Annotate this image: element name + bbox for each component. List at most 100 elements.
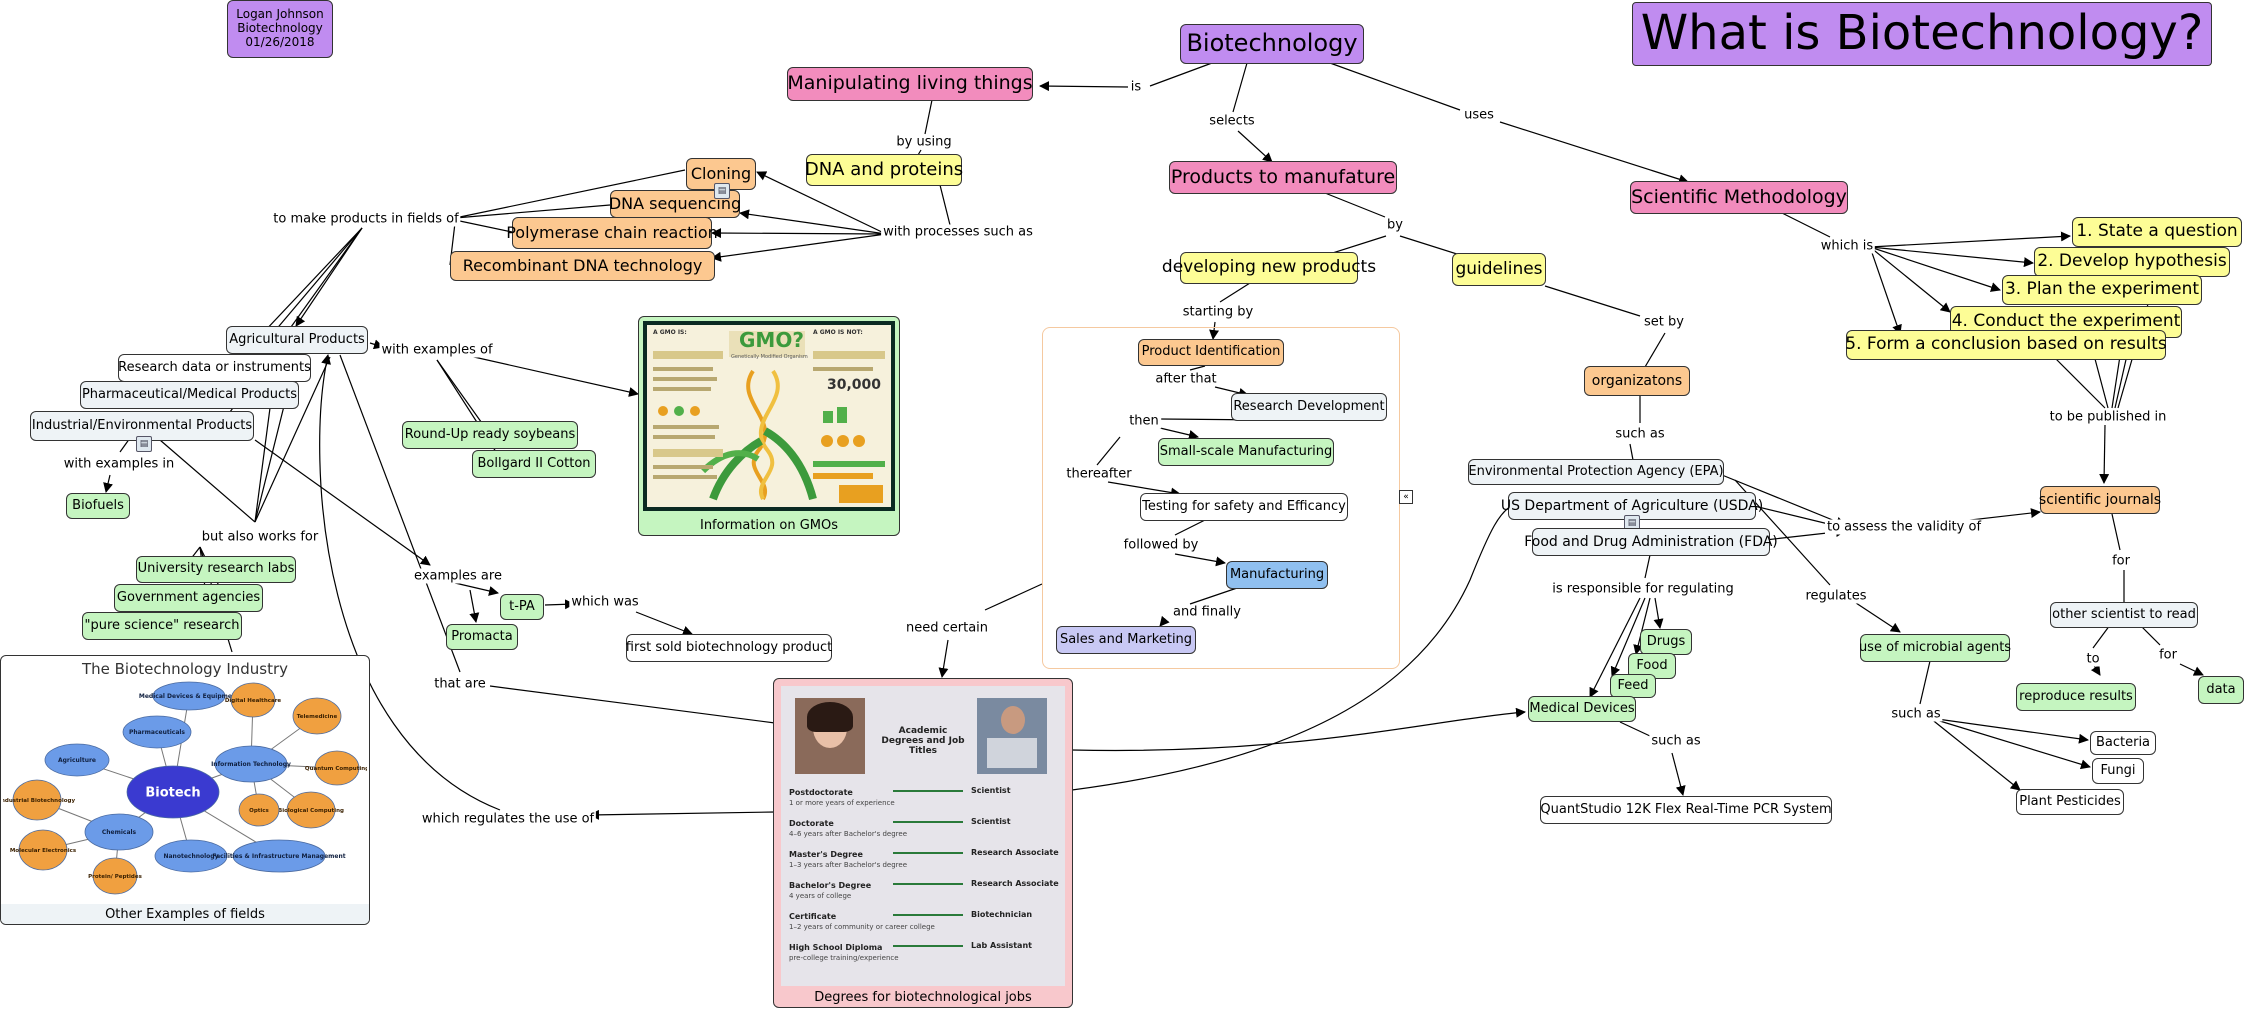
node-epa[interactable]: Environmental Protection Agency (EPA): [1468, 459, 1724, 485]
node-roundup-soybeans[interactable]: Round-Up ready soybeans: [402, 421, 578, 449]
node-fda[interactable]: Food and Drug Administration (FDA): [1524, 528, 1778, 556]
label-set-by: set by: [1642, 314, 1686, 330]
node-plant-pesticides[interactable]: Plant Pesticides: [2016, 789, 2124, 815]
node-step-1[interactable]: 1. State a question: [2072, 217, 2242, 247]
job-title: Scientist: [971, 817, 1011, 826]
gmo-info-image[interactable]: GMO? Genetically Modified Organism A GMO…: [638, 316, 900, 536]
node-fungi[interactable]: Fungi: [2092, 758, 2144, 784]
node-small-scale-manufacturing[interactable]: Small-scale Manufacturing: [1158, 438, 1334, 466]
job-title: Lab Assistant: [971, 941, 1032, 950]
industry-blue-label: Nanotechnology: [163, 853, 218, 860]
node-promacta[interactable]: Promacta: [446, 624, 518, 650]
degree-name: Doctorate: [789, 819, 834, 828]
node-dna-and-proteins[interactable]: DNA and proteins: [805, 154, 963, 186]
degree-detail: 1 or more years of experience: [789, 799, 895, 807]
node-testing[interactable]: Testing for safety and Efficancy: [1140, 493, 1348, 521]
industry-blue-bubble: [84, 813, 154, 851]
degree-detail: 1–3 years after Bachelor's degree: [789, 861, 908, 869]
degrees-heading: Academic Degrees and Job Titles: [881, 726, 965, 756]
industry-center-label: Biotech: [145, 785, 200, 800]
node-microbial-agents[interactable]: use of microbial agents: [1859, 634, 2011, 662]
node-biotechnology[interactable]: Biotechnology: [1180, 24, 1364, 64]
page-title: What is Biotechnology?: [1632, 2, 2212, 66]
industry-orange-bubble: [12, 779, 62, 821]
node-drugs[interactable]: Drugs: [1640, 629, 1692, 655]
node-government-agencies[interactable]: Government agencies: [114, 584, 263, 612]
label-regulates: regulates: [1803, 588, 1869, 604]
node-scientific-journals[interactable]: scientific journals: [2039, 486, 2161, 514]
node-food[interactable]: Food: [1628, 653, 1676, 679]
node-sales-marketing[interactable]: Sales and Marketing: [1056, 626, 1196, 654]
label-by-using: by using: [894, 134, 954, 150]
node-university-labs[interactable]: University research labs: [136, 556, 296, 583]
node-data[interactable]: data: [2198, 676, 2244, 704]
node-manipulating-living-things[interactable]: Manipulating living things: [787, 67, 1033, 101]
node-other-scientist[interactable]: other scientist to read: [2050, 602, 2198, 628]
industry-orange-label: Industrial Biotechnology: [3, 798, 75, 804]
industry-blue-bubble: [152, 681, 226, 711]
gmo-poster-graphic: [643, 321, 895, 511]
node-recombinant-dna[interactable]: Recombinant DNA technology: [450, 251, 715, 281]
industry-blue-label: Pharmaceuticals: [129, 729, 185, 736]
node-organizations[interactable]: organizatons: [1584, 366, 1690, 396]
node-feed[interactable]: Feed: [1610, 674, 1656, 698]
biotech-industry-image[interactable]: The Biotechnology Industry Medical Devic…: [0, 655, 370, 925]
node-tpa[interactable]: t-PA: [500, 594, 544, 620]
document-icon[interactable]: ▤: [714, 183, 730, 199]
node-step-2[interactable]: 2. Develop hypothesis: [2034, 247, 2230, 277]
label-with-processes: with processes such as: [881, 224, 1035, 240]
gmo-poster-is: A GMO IS:: [653, 329, 687, 336]
node-research-data[interactable]: Research data or instruments: [118, 354, 311, 382]
node-quantstudio[interactable]: QuantStudio 12K Flex Real-Time PCR Syste…: [1540, 796, 1832, 824]
node-guidelines[interactable]: guidelines: [1452, 253, 1546, 286]
node-scientific-methodology[interactable]: Scientific Methodology: [1630, 181, 1848, 214]
node-manufacturing[interactable]: Manufacturing: [1226, 561, 1328, 589]
label-such-as-org: such as: [1613, 426, 1667, 442]
node-first-sold-product[interactable]: first sold biotechnology product: [626, 634, 832, 662]
node-pure-science[interactable]: "pure science" research: [82, 612, 242, 640]
label-for-journals: for: [2110, 553, 2132, 569]
gmo-poster-subtitle: Genetically Modified Organism: [731, 354, 808, 360]
degree-name: Bachelor's Degree: [789, 881, 872, 890]
label-starting-by: starting by: [1180, 304, 1256, 320]
industry-blue-label: Facilities & Infrastructure Management: [212, 853, 345, 860]
gmo-image-caption: Information on GMOs: [699, 517, 838, 533]
label-to-assess: to assess the validity of: [1824, 519, 1984, 535]
label-to-be-published: to be published in: [2047, 409, 2169, 425]
node-step-5[interactable]: 5. Form a conclusion based on results: [1845, 330, 2167, 360]
node-research-development[interactable]: Research Development: [1231, 393, 1387, 421]
label-that-are: that are: [432, 676, 488, 692]
node-usda[interactable]: US Department of Agriculture (USDA): [1501, 492, 1763, 520]
node-products-to-manufacture[interactable]: Products to manufature: [1169, 161, 1397, 194]
node-product-identification[interactable]: Product Identification: [1138, 339, 1284, 366]
industry-orange-label: Biological Computing: [278, 808, 344, 814]
node-bollgard-cotton[interactable]: Bollgard II Cotton: [472, 450, 596, 478]
gmo-poster-number: 30,000: [827, 377, 882, 393]
industry-orange-bubble: [230, 682, 276, 718]
node-step-3[interactable]: 3. Plan the experiment: [2002, 275, 2202, 305]
node-reproduce-results[interactable]: reproduce results: [2016, 683, 2136, 711]
scientist-photo-left: [795, 698, 865, 774]
degrees-image-caption: Degrees for biotechnological jobs: [814, 989, 1032, 1005]
node-bacteria[interactable]: Bacteria: [2090, 731, 2156, 755]
node-biofuels[interactable]: Biofuels: [66, 493, 130, 519]
node-developing-new-products[interactable]: developing new products: [1162, 252, 1376, 284]
node-medical-devices[interactable]: Medical Devices: [1528, 696, 1636, 722]
label-selects: selects: [1207, 113, 1257, 129]
label-by: by: [1385, 217, 1405, 233]
degrees-image[interactable]: Academic Degrees and Job Titles Postdoct…: [773, 678, 1073, 1008]
label-but-also: but also works for: [199, 529, 321, 545]
label-thereafter: thereafter: [1064, 466, 1134, 482]
node-pharma-products[interactable]: Pharmaceutical/Medical Products: [80, 381, 299, 409]
industry-orange-bubble: [292, 697, 342, 735]
document-icon[interactable]: ▤: [136, 436, 152, 452]
author-course: Biotechnology: [237, 21, 323, 36]
collapse-icon[interactable]: «: [1399, 490, 1413, 504]
author-name: Logan Johnson: [236, 7, 324, 22]
author-box: Logan Johnson Biotechnology 01/26/2018: [227, 0, 333, 58]
node-polymerase-chain-reaction[interactable]: Polymerase chain reaction: [506, 217, 718, 249]
job-title: Research Associate: [971, 848, 1059, 857]
node-agricultural-products[interactable]: Agricultural Products: [226, 326, 368, 354]
label-with-examples-of: with examples of: [379, 342, 495, 358]
